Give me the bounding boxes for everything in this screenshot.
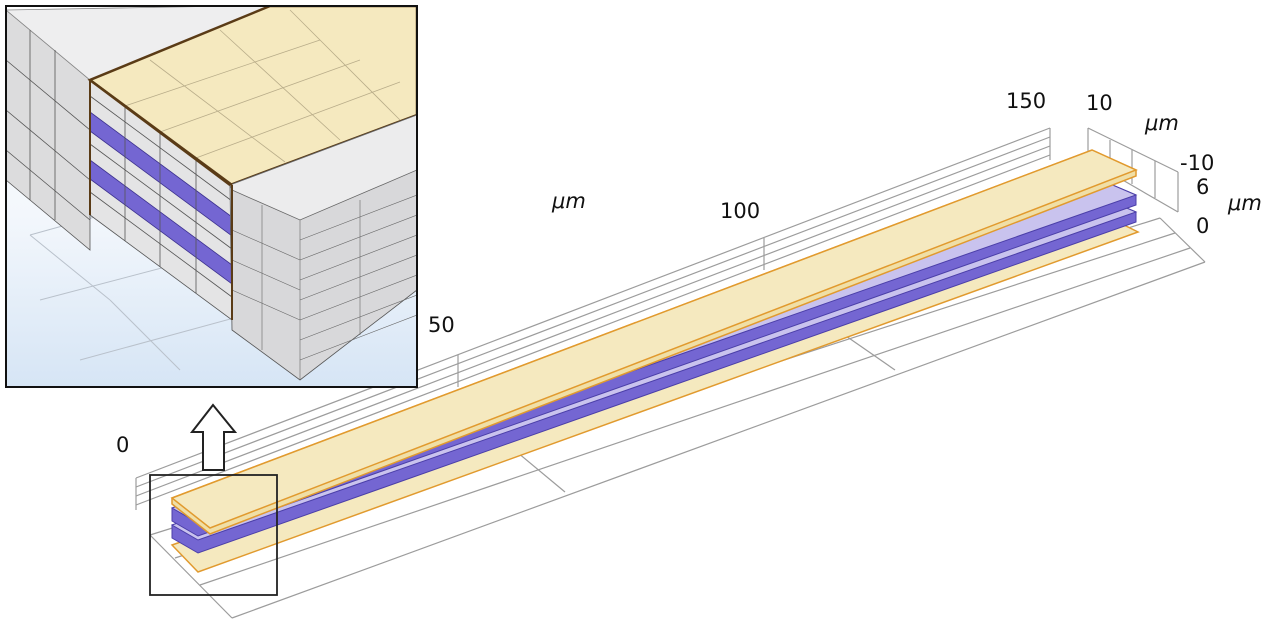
zoom-region-box	[149, 474, 278, 596]
back-grid-line	[135, 154, 1051, 506]
floor-grid-line	[199, 247, 1191, 586]
x-tick-0: 0	[116, 433, 129, 457]
inset-border	[5, 5, 418, 388]
x-unit-label: μm	[551, 189, 586, 213]
z-tick-0: 0	[1196, 214, 1209, 238]
x-tick-150: 150	[1006, 89, 1046, 113]
top-electrode	[170, 149, 1138, 529]
x-tick-50: 50	[428, 313, 455, 337]
zoom-arrow-icon	[189, 403, 238, 471]
inset-electrode-mesh	[124, 9, 401, 163]
z-unit-label: μm	[1227, 191, 1262, 215]
inset-right-mesh	[231, 194, 417, 380]
back-grid-line	[135, 145, 1051, 497]
inset-electrode-edge	[89, 78, 233, 187]
z-tick-6: 6	[1196, 175, 1209, 199]
floor-cross-line	[1159, 217, 1206, 263]
back-grid-line	[135, 127, 1051, 479]
x-tick-100: 100	[720, 199, 760, 223]
back-grid-line	[135, 136, 1051, 488]
floor-cross-line	[149, 534, 233, 619]
inset-zoom-view	[5, 5, 418, 388]
y-tick-neg10: -10	[1180, 151, 1214, 175]
y-tick-10: 10	[1086, 91, 1113, 115]
axis-labels: 0 50 100 150 μm 10 -10 μm 6 0 μm	[116, 89, 1262, 457]
layered-beam	[170, 149, 1140, 573]
y-unit-label: μm	[1144, 111, 1179, 135]
inset-front-mesh	[6, 30, 233, 298]
floor-grid-line	[231, 261, 1206, 619]
end-grid-line	[1087, 127, 1179, 173]
